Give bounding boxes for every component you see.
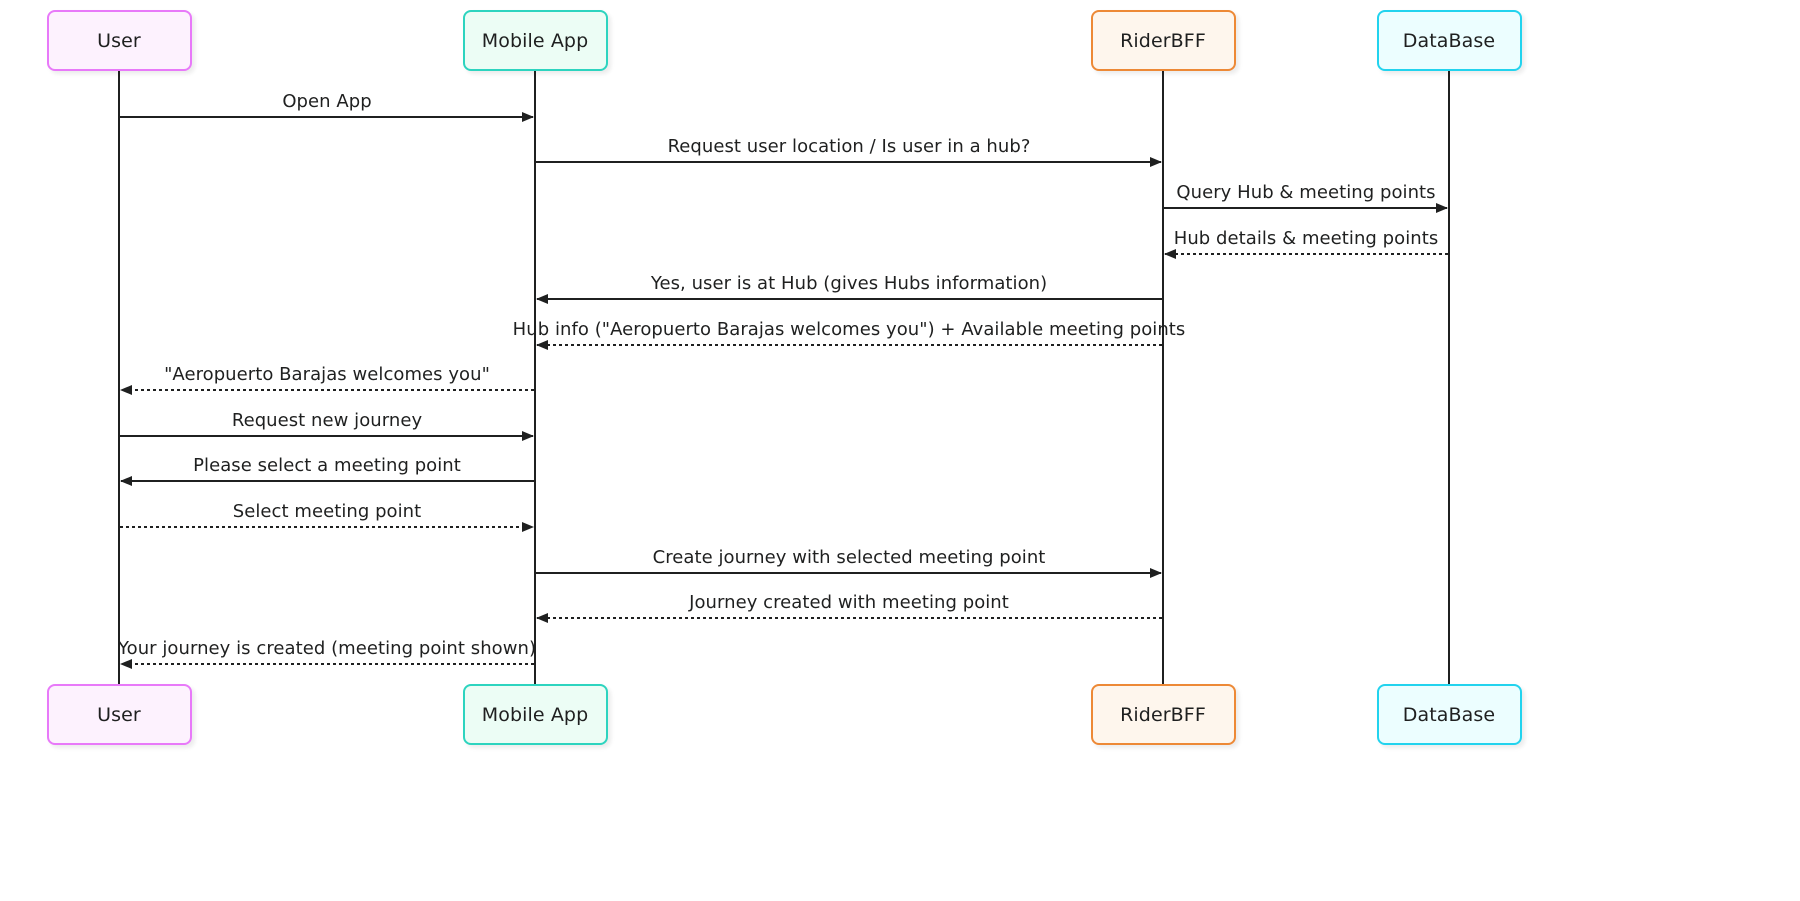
participant-label-database: DataBase <box>1402 703 1496 726</box>
message-label-6: Hub info ("Aeropuerto Barajas welcomes y… <box>512 319 1186 340</box>
participant-label-riderbff: RiderBFF <box>1120 29 1206 52</box>
message-label-3: Query Hub & meeting points <box>1176 182 1436 203</box>
participant-label-riderbff: RiderBFF <box>1120 703 1206 726</box>
message-label-7: "Aeropuerto Barajas welcomes you" <box>164 364 490 385</box>
lifelines-group <box>118 71 1450 684</box>
message-label-4: Hub details & meeting points <box>1173 228 1439 249</box>
message-label-10: Select meeting point <box>232 501 422 522</box>
participant-box-riderbff-top[interactable]: RiderBFF <box>1090 10 1236 71</box>
participant-label-user: User <box>97 703 141 726</box>
participant-box-riderbff-bottom[interactable]: RiderBFF <box>1090 684 1236 745</box>
participant-box-mobile-app-bottom[interactable]: Mobile App <box>462 684 608 745</box>
participant-box-user-bottom[interactable]: User <box>46 684 192 745</box>
participant-box-mobile-app-top[interactable]: Mobile App <box>462 10 608 71</box>
message-label-13: Your journey is created (meeting point s… <box>117 638 537 659</box>
participant-label-database: DataBase <box>1402 29 1496 52</box>
message-label-8: Request new journey <box>231 410 423 431</box>
participant-label-mobile-app: Mobile App <box>481 29 589 52</box>
messages-group <box>120 112 1448 669</box>
message-label-1: Open App <box>282 91 372 112</box>
message-label-12: Journey created with meeting point <box>689 592 1009 613</box>
message-label-9: Please select a meeting point <box>193 455 461 476</box>
message-label-2: Request user location / Is user in a hub… <box>667 136 1031 157</box>
message-label-5: Yes, user is at Hub (gives Hubs informat… <box>650 273 1048 294</box>
participant-box-database-bottom[interactable]: DataBase <box>1376 684 1522 745</box>
participant-box-user-top[interactable]: User <box>46 10 192 71</box>
message-label-11: Create journey with selected meeting poi… <box>652 547 1046 568</box>
participant-label-user: User <box>97 29 141 52</box>
participant-box-database-top[interactable]: DataBase <box>1376 10 1522 71</box>
participant-label-mobile-app: Mobile App <box>481 703 589 726</box>
